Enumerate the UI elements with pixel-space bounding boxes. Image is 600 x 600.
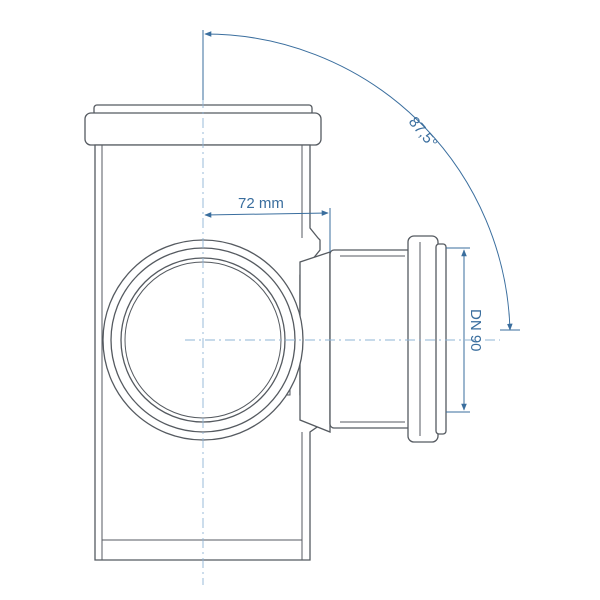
angle-label: 87,5° xyxy=(405,114,441,152)
branch-socket-lip xyxy=(435,243,447,435)
offset-dimension: 72 mm xyxy=(204,195,331,252)
branch-socket-body xyxy=(329,249,413,429)
branch-outlet xyxy=(299,235,447,443)
offset-dimension-line xyxy=(204,210,329,218)
branch-socket-ring xyxy=(407,235,439,443)
branch-neck xyxy=(299,251,331,433)
diameter-dimension: DN 90 xyxy=(446,247,484,413)
diameter-label: DN 90 xyxy=(467,309,484,352)
offset-label: 72 mm xyxy=(238,195,284,212)
angle-arc xyxy=(204,31,513,331)
centerlines xyxy=(185,38,500,585)
